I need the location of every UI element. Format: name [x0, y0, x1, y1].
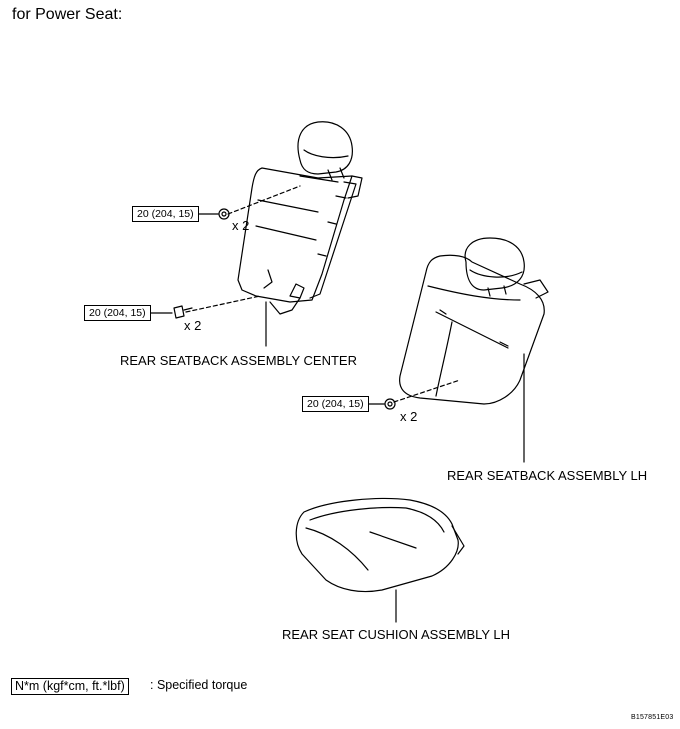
nut-icon	[218, 208, 230, 220]
quantity-label: x 2	[184, 318, 202, 333]
nut-icon	[384, 398, 396, 410]
label-rear-seat-cushion-assembly-lh: REAR SEAT CUSHION ASSEMBLY LH	[282, 627, 511, 642]
quantity-label: x 2	[232, 218, 250, 233]
page-title: for Power Seat:	[12, 6, 123, 23]
quantity-label: x 2	[400, 409, 418, 424]
torque-box-seatback-center-lower: 20 (204, 15)	[84, 305, 151, 321]
legend-description: : Specified torque	[150, 678, 248, 692]
figure-code: B157851E03	[631, 714, 674, 721]
seatback-lh-drawing	[393, 237, 549, 463]
seat-cushion-drawing	[295, 497, 465, 623]
seatback-center-drawing	[185, 121, 363, 347]
bolt-icon	[173, 305, 193, 319]
torque-box-seatback-center-upper: 20 (204, 15)	[132, 206, 199, 222]
label-rear-seatback-assembly-lh: REAR SEATBACK ASSEMBLY LH	[447, 468, 648, 483]
label-rear-seatback-assembly-center: REAR SEATBACK ASSEMBLY CENTER	[120, 353, 357, 368]
torque-box-seatback-lh: 20 (204, 15)	[302, 396, 369, 412]
legend-unit-box: N*m (kgf*cm, ft.*lbf)	[11, 678, 129, 695]
